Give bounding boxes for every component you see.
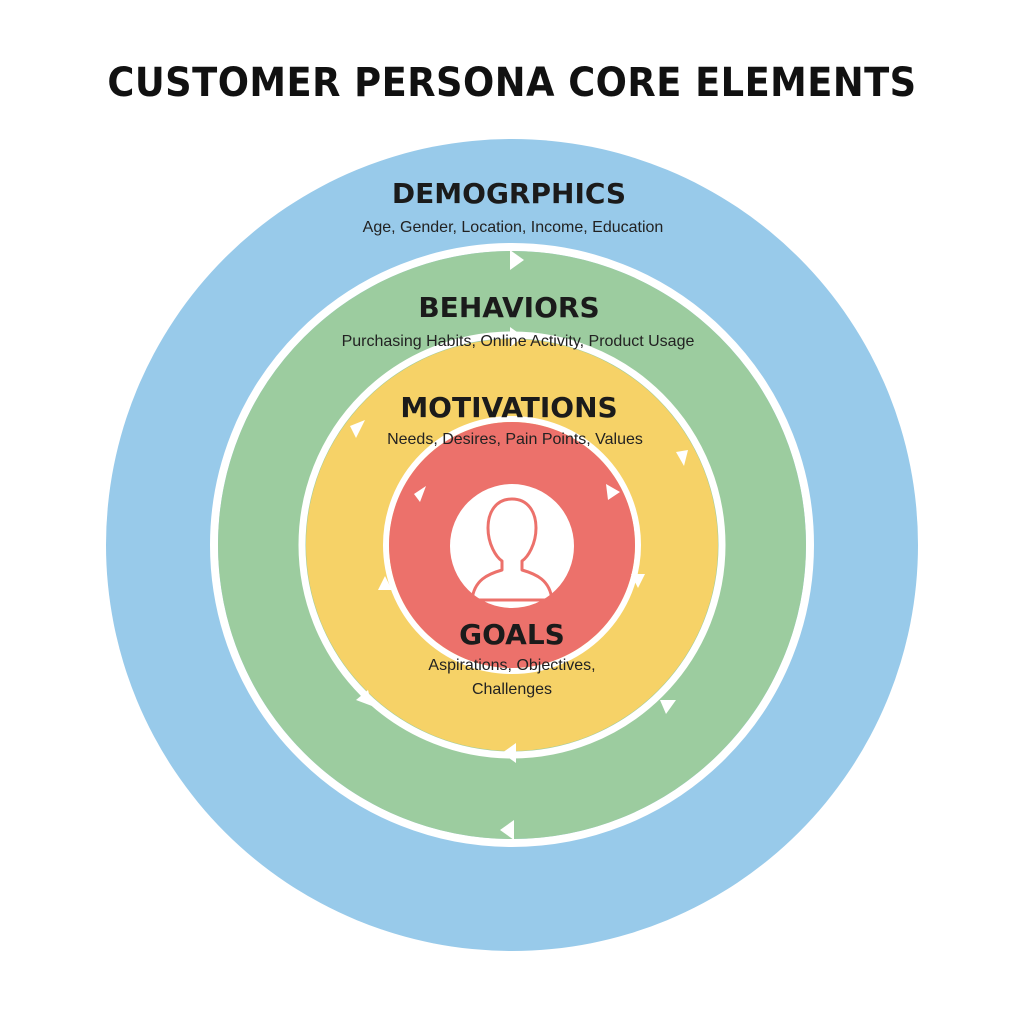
- arrow-icon: [510, 250, 524, 270]
- arrow-icon: [631, 574, 645, 588]
- arrow-icon: [502, 743, 516, 763]
- goals-details-line-2: Challenges: [472, 681, 552, 698]
- demographics-separator: [210, 243, 814, 847]
- goals-heading: GOALS: [459, 618, 565, 651]
- arrow-icon: [510, 327, 524, 347]
- arrow-icon: [660, 700, 676, 714]
- motivations-details: Needs, Desires, Pain Points, Values: [387, 431, 643, 448]
- arrow-icon: [356, 690, 372, 706]
- behaviors-details: Purchasing Habits, Online Activity, Prod…: [342, 333, 695, 350]
- goals-details-line-1: Aspirations, Objectives,: [428, 657, 595, 674]
- page-title: CUSTOMER PERSONA CORE ELEMENTS: [107, 60, 917, 106]
- arrow-icon: [606, 484, 620, 500]
- demographics-heading: DEMOGRPHICS: [392, 177, 626, 210]
- motivations-separator: [383, 416, 641, 674]
- flow-arrows: [350, 250, 688, 840]
- arrow-icon: [676, 450, 688, 466]
- motivations-heading: MOTIVATIONS: [400, 391, 617, 424]
- arrow-icon: [414, 486, 426, 502]
- behaviors-heading: BEHAVIORS: [418, 291, 599, 324]
- person-icon: [450, 484, 574, 608]
- demographics-details: Age, Gender, Location, Income, Education: [363, 219, 664, 236]
- arrow-icon: [500, 820, 514, 840]
- arrow-icon: [378, 576, 392, 590]
- arrow-icon: [350, 420, 365, 438]
